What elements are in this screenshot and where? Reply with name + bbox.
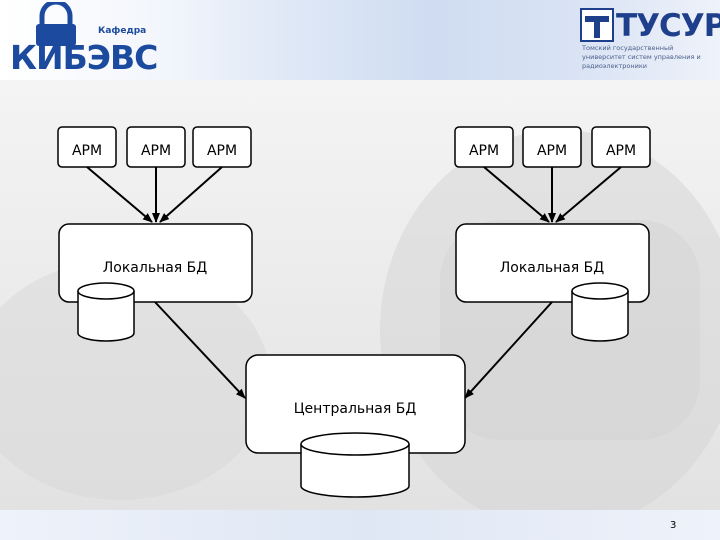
workstation-right-2: АРМ: [523, 127, 581, 167]
local-db-left: Локальная БД: [59, 224, 252, 341]
workstation-label: АРМ: [72, 143, 102, 159]
page-number: 3: [670, 520, 676, 531]
database-cylinder-icon: [301, 433, 409, 497]
workstation-right-3: АРМ: [592, 127, 650, 167]
central-db-label: Центральная БД: [294, 401, 417, 417]
workstation-left-1: АРМ: [58, 127, 116, 167]
workstation-label: АРМ: [141, 143, 171, 159]
workstation-label: АРМ: [537, 143, 567, 159]
workstation-label: АРМ: [606, 143, 636, 159]
database-cylinder-icon: [572, 283, 628, 341]
workstation-right-1: АРМ: [455, 127, 513, 167]
database-cylinder-icon: [78, 283, 134, 341]
arrows-workstations-to-local-db-right: [484, 167, 621, 222]
workstation-left-2: АРМ: [127, 127, 185, 167]
local-db-label: Локальная БД: [103, 260, 208, 276]
arrows-workstations-to-local-db-left: [87, 167, 222, 222]
local-db-right: Локальная БД: [456, 224, 649, 341]
workstation-label: АРМ: [469, 143, 499, 159]
local-db-label: Локальная БД: [500, 260, 605, 276]
workstation-left-3: АРМ: [193, 127, 251, 167]
workstation-label: АРМ: [207, 143, 237, 159]
central-db: Центральная БД: [246, 355, 465, 497]
